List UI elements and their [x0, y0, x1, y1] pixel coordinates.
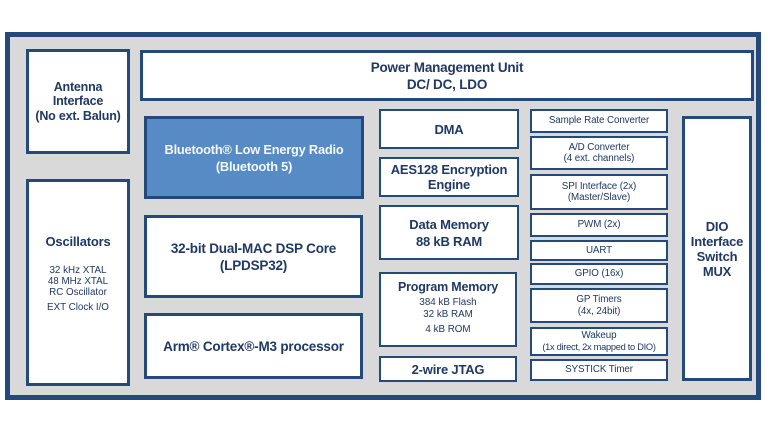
block-title: Engine: [427, 177, 471, 192]
block-title: PWM (2x): [577, 219, 621, 231]
list-item: 384 kB Flash: [419, 297, 477, 308]
block-title: UART: [585, 244, 613, 256]
oscillator-list: 32 kHz XTAL 48 MHz XTAL RC Oscillator EX…: [47, 265, 109, 314]
block-subtitle: DC/ DC, LDO: [406, 76, 488, 92]
list-item: 48 MHz XTAL: [47, 275, 109, 287]
block-title: DIO: [705, 218, 729, 234]
block-title: Switch: [696, 248, 738, 264]
block-title: GP Timers: [576, 294, 622, 305]
block-subtitle: (1x direct, 2x mapped to DIO): [542, 341, 656, 352]
block-title: Power Management Unit: [370, 59, 524, 75]
list-item: 32 kHz XTAL: [49, 265, 107, 276]
block-subtitle: 88 kB RAM: [415, 233, 483, 249]
memory-list: 384 kB Flash 32 kB RAM 4 kB ROM: [419, 297, 476, 336]
block-bluetooth-low-energy-radio: Bluetooth® Low Energy Radio (Bluetooth 5…: [144, 116, 364, 199]
block-title: Interface: [52, 94, 104, 109]
block-title: Interface: [690, 233, 744, 249]
block-dio-interface-switch-mux: DIO Interface Switch MUX: [682, 116, 752, 381]
block-wakeup: Wakeup (1x direct, 2x mapped to DIO): [530, 327, 668, 356]
block-dma: DMA: [379, 109, 519, 149]
list-item: EXT Clock I/O: [47, 302, 109, 314]
block-title: SYSTICK Timer: [565, 364, 633, 376]
block-title: AES128 Encryption: [390, 161, 508, 177]
block-subtitle: (4 ext. channels): [563, 153, 635, 164]
block-gp-timers: GP Timers (4x, 24bit): [530, 288, 668, 323]
list-item: 4 kB ROM: [425, 324, 471, 335]
block-uart: UART: [530, 240, 668, 261]
block-systick-timer: SYSTICK Timer: [530, 359, 668, 381]
block-subtitle: (No ext. Balun): [35, 108, 121, 123]
block-title: Oscillators: [45, 234, 111, 249]
block-title: GPIO (16x): [574, 268, 624, 280]
block-sample-rate-converter: Sample Rate Converter: [530, 109, 668, 133]
block-ad-converter: A/D Converter (4 ext. channels): [530, 136, 668, 170]
block-title: SPI Interface (2x): [561, 180, 637, 192]
block-subtitle: (4x, 24bit): [577, 305, 621, 317]
block-title: MUX: [702, 263, 732, 279]
block-dsp-core: 32-bit Dual-MAC DSP Core (LPDSP32): [144, 215, 363, 298]
block-title: DMA: [434, 121, 464, 137]
block-cortex-m3-processor: Arm® Cortex®-M3 processor: [144, 313, 363, 379]
block-title: Arm® Cortex®-M3 processor: [163, 338, 344, 354]
block-title: 2-wire JTAG: [411, 361, 485, 377]
block-antenna-interface: Antenna Interface (No ext. Balun): [26, 49, 130, 154]
block-title: Sample Rate Converter: [548, 115, 650, 127]
block-title: Wakeup: [581, 330, 617, 341]
block-pwm: PWM (2x): [530, 213, 668, 237]
block-2-wire-jtag: 2-wire JTAG: [379, 356, 517, 382]
block-spi-interface: SPI Interface (2x) (Master/Slave): [530, 174, 668, 210]
block-title: Data Memory: [409, 216, 489, 232]
block-power-management-unit: Power Management Unit DC/ DC, LDO: [140, 50, 754, 101]
block-title: Bluetooth® Low Energy Radio: [164, 141, 344, 157]
block-subtitle: (Master/Slave): [567, 192, 631, 203]
block-title: Antenna: [53, 79, 103, 94]
list-item: 32 kB RAM: [423, 308, 473, 320]
block-subtitle: (Bluetooth 5): [215, 158, 293, 174]
block-aes128-encryption-engine: AES128 Encryption Engine: [379, 157, 519, 197]
block-title: Program Memory: [397, 280, 498, 294]
block-subtitle: (LPDSP32): [219, 257, 288, 273]
block-data-memory: Data Memory 88 kB RAM: [379, 205, 519, 260]
list-item: RC Oscillator: [49, 286, 107, 298]
block-gpio: GPIO (16x): [530, 263, 668, 285]
block-oscillators: Oscillators 32 kHz XTAL 48 MHz XTAL RC O…: [26, 179, 130, 386]
block-program-memory: Program Memory 384 kB Flash 32 kB RAM 4 …: [379, 272, 517, 347]
block-title: A/D Converter: [568, 141, 630, 153]
block-title: 32-bit Dual-MAC DSP Core: [170, 240, 337, 256]
